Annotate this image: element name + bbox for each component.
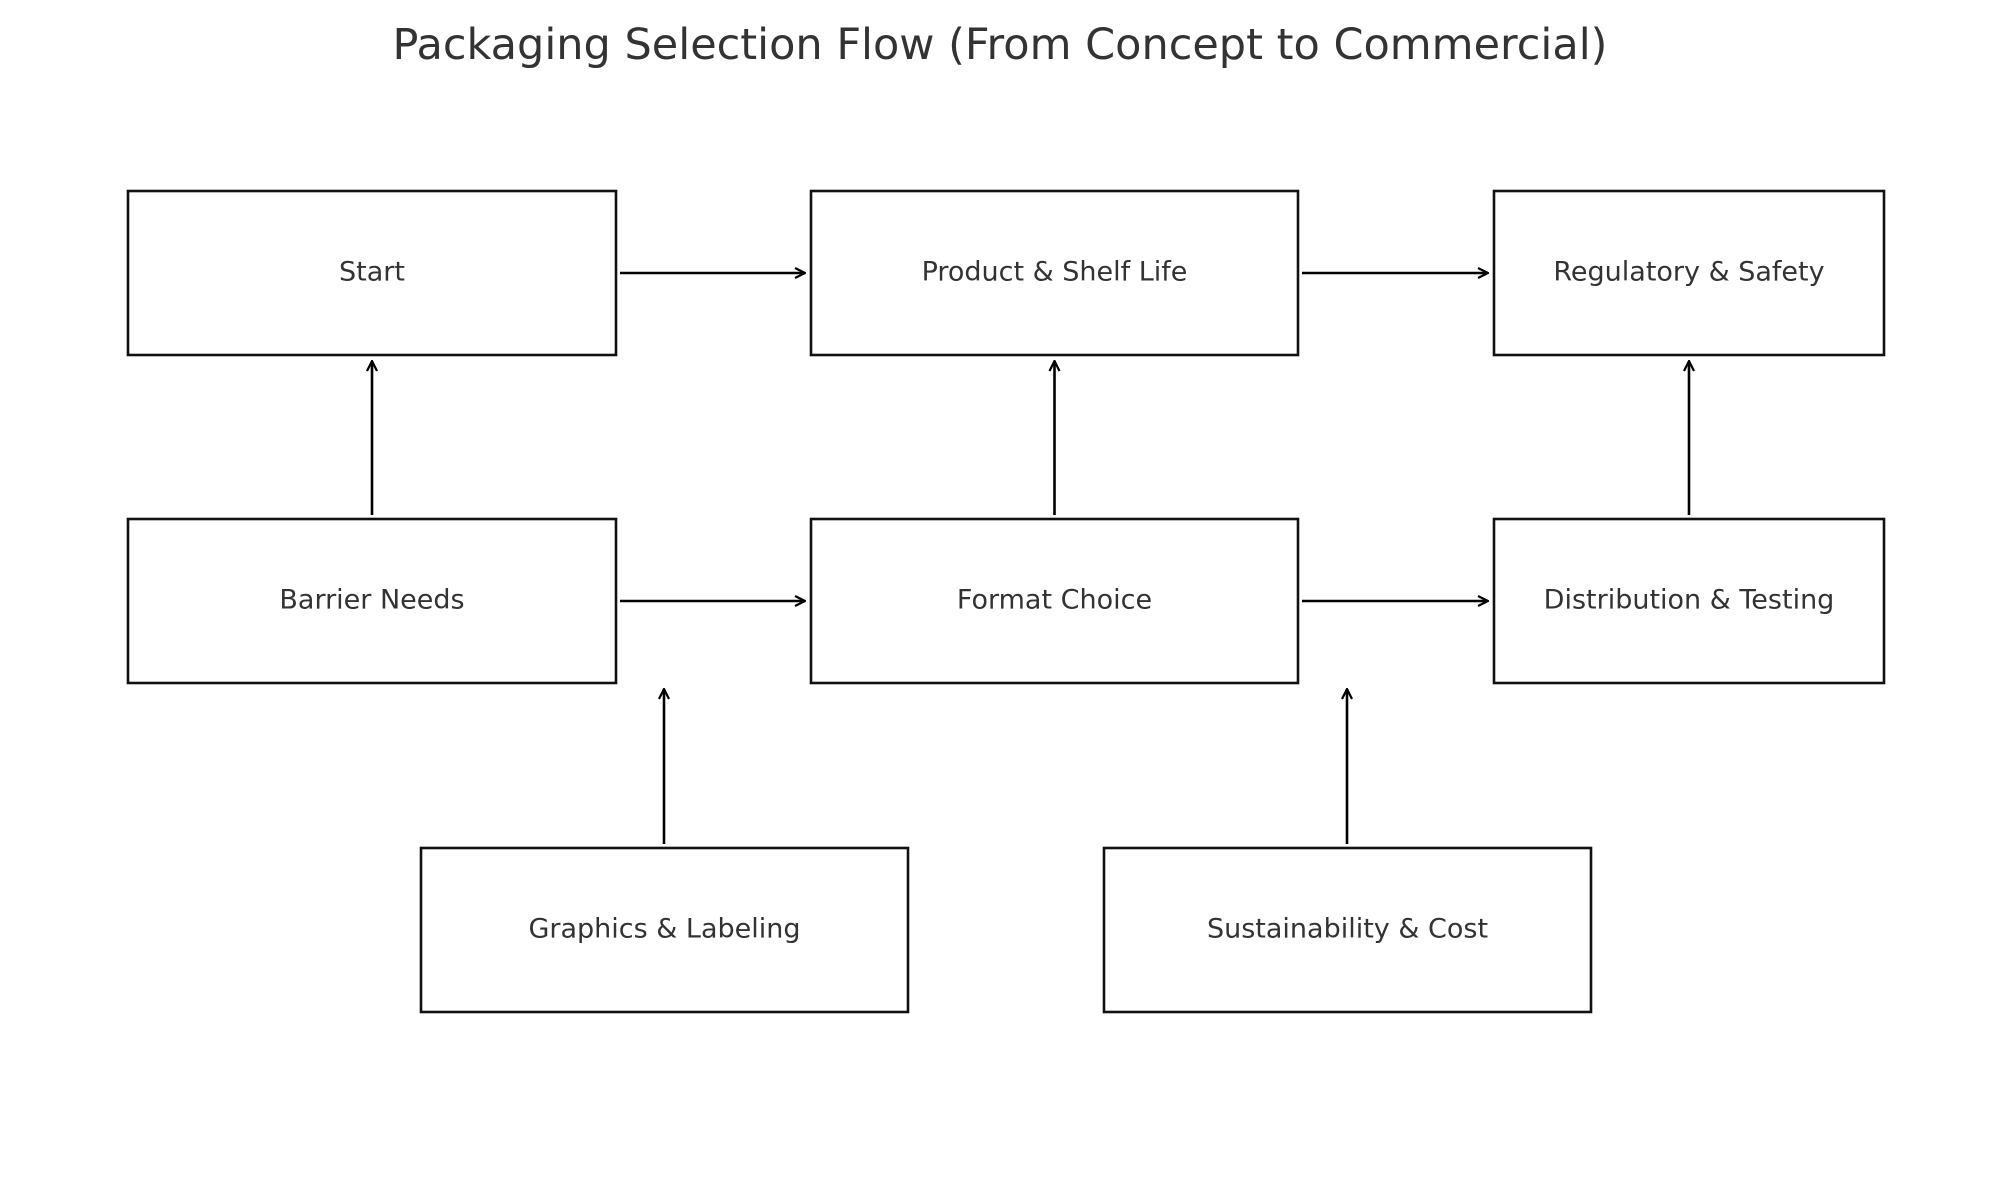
- node-label: Distribution & Testing: [1544, 585, 1835, 616]
- node-box: [809, 517, 1300, 685]
- node-box: [419, 846, 910, 1014]
- node-distribution: Distribution & Testing: [1492, 517, 1886, 685]
- node-box: [1492, 189, 1886, 357]
- node-label: Sustainability & Cost: [1207, 914, 1488, 945]
- node-box: [809, 189, 1300, 357]
- node-sustainability: Sustainability & Cost: [1102, 846, 1593, 1014]
- node-barrier: Barrier Needs: [126, 517, 618, 685]
- node-label: Barrier Needs: [279, 585, 464, 616]
- node-box: [126, 189, 618, 357]
- node-box: [1102, 846, 1593, 1014]
- node-product: Product & Shelf Life: [809, 189, 1300, 357]
- node-box: [126, 517, 618, 685]
- diagram-title: Packaging Selection Flow (From Concept t…: [392, 20, 1608, 70]
- node-label: Regulatory & Safety: [1553, 257, 1824, 288]
- node-graphics: Graphics & Labeling: [419, 846, 910, 1014]
- node-box: [1492, 517, 1886, 685]
- node-label: Start: [339, 257, 405, 288]
- node-start: Start: [126, 189, 618, 357]
- node-regulatory: Regulatory & Safety: [1492, 189, 1886, 357]
- node-format: Format Choice: [809, 517, 1300, 685]
- node-label: Format Choice: [957, 585, 1152, 616]
- node-label: Product & Shelf Life: [922, 257, 1188, 288]
- node-label: Graphics & Labeling: [528, 914, 800, 945]
